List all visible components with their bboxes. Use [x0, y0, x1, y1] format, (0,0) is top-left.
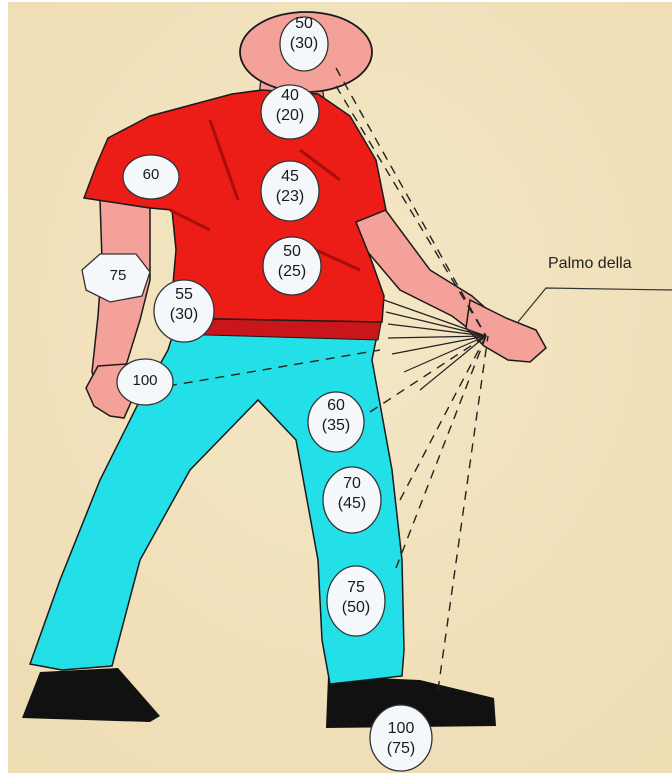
bubble-belly — [263, 237, 321, 295]
bubble-forearm — [154, 280, 214, 342]
bubble-neck — [261, 85, 319, 139]
bubble-shin — [327, 566, 385, 636]
palm-label: Palmo della — [548, 255, 632, 273]
bubble-head — [280, 17, 328, 71]
bubble-chest — [261, 161, 319, 221]
bubble-foot — [370, 705, 432, 771]
bubble-hand-left — [117, 359, 173, 405]
bubble-shoulder — [123, 155, 179, 199]
bubble-thigh — [308, 392, 364, 452]
bubble-knee — [323, 467, 381, 533]
